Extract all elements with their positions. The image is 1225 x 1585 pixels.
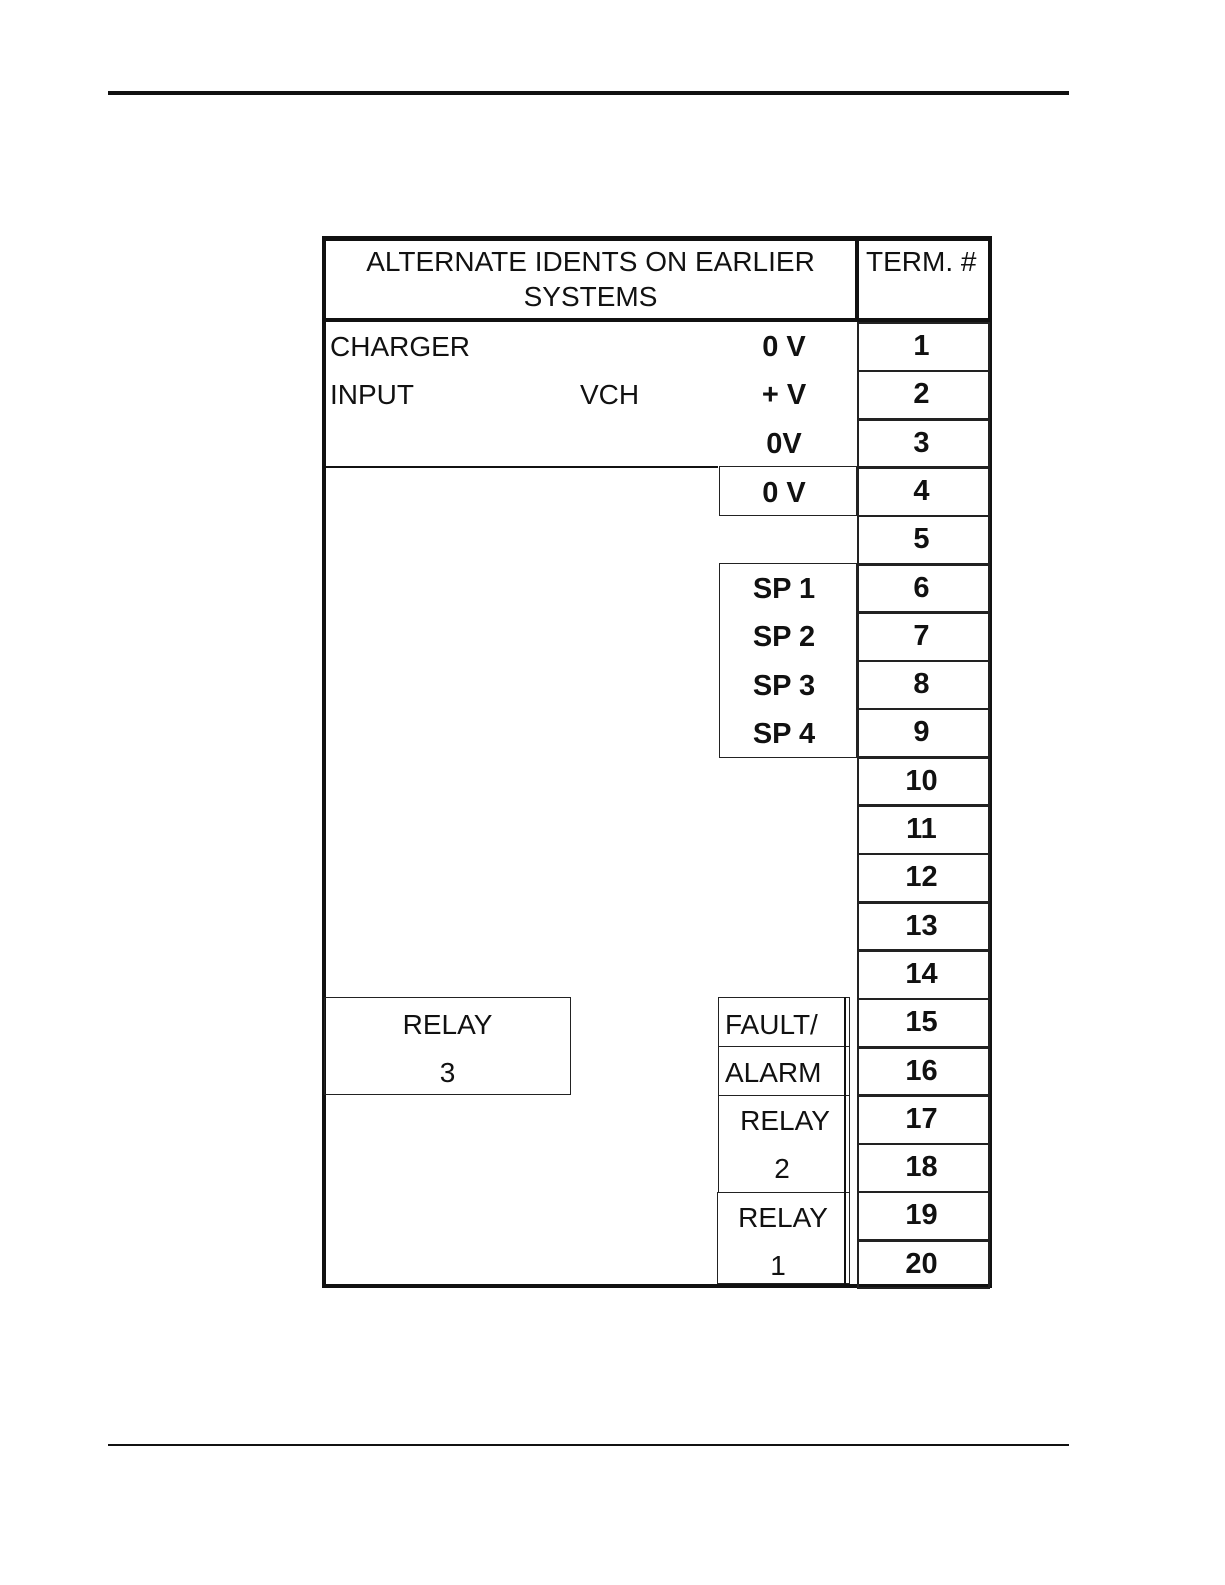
terminal-number: 3 [855,429,988,458]
terminal-number: 1 [855,332,988,361]
terminal-number: 16 [855,1057,988,1086]
setpoint-4: SP 4 [720,720,848,749]
terminal-number: 11 [855,815,988,844]
relay2-label: RELAY [722,1107,848,1135]
vch-label: VCH [580,381,639,409]
terminal-number: 14 [855,960,988,989]
terminal-number: 4 [855,477,988,506]
terminal-number: 5 [855,525,988,554]
terminal-number: 19 [855,1201,988,1230]
setpoint-3: SP 3 [720,672,848,701]
charger-label: CHARGER [330,333,470,361]
relay1-label: RELAY [720,1204,846,1232]
ident-title-line2: SYSTEMS [326,283,855,311]
bottom-rule [108,1444,1069,1446]
input-label: INPUT [330,381,414,409]
terminal-number: 15 [855,1008,988,1037]
relay2-number: 2 [722,1155,842,1183]
charger-pin-0v: 0 V [720,333,848,362]
alarm-label: ALARM [725,1059,821,1087]
relay3-number: 3 [324,1059,571,1087]
relay3-label: RELAY [324,1011,571,1039]
terminal-number: 9 [855,718,988,747]
charger-pin-plus-v: + V [720,381,848,410]
setpoint-2: SP 2 [720,623,848,652]
terminal-number: 2 [855,380,988,409]
top-rule [108,91,1069,95]
relay-column-inner-line [844,997,846,1284]
charger-pin-0v-2: 0V [720,430,848,459]
term-title: TERM. # [866,248,976,276]
terminal-number: 17 [855,1105,988,1134]
charger-block-divider [326,466,718,468]
terminal-number: 13 [855,912,988,941]
terminal-number: 12 [855,863,988,892]
terminal-number: 10 [855,767,988,796]
setpoint-1: SP 1 [720,575,848,604]
terminal-number: 7 [855,622,988,651]
relay1-number: 1 [720,1252,836,1280]
terminal-number: 18 [855,1153,988,1182]
terminal-number: 20 [855,1250,988,1279]
header-column-divider [855,236,859,322]
terminal-number: 6 [855,574,988,603]
ov-box-label: 0 V [720,479,848,508]
fault-label: FAULT/ [725,1011,818,1039]
terminal-number: 8 [855,670,988,699]
ident-title-line1: ALTERNATE IDENTS ON EARLIER [326,248,855,276]
